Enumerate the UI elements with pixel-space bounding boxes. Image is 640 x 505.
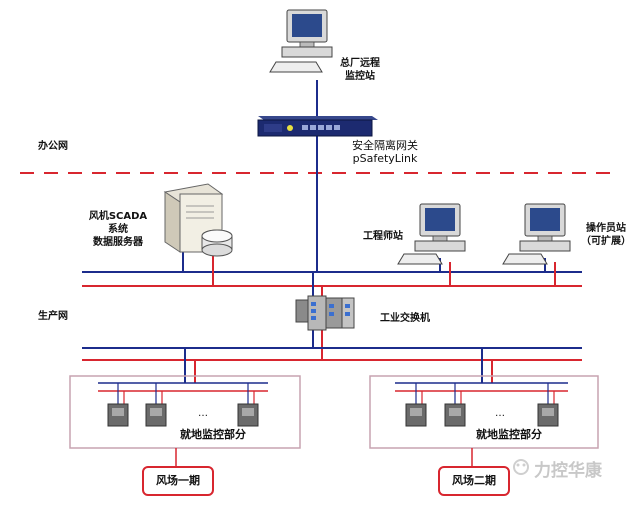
production-net-label: 生产网 [38,311,68,322]
industrial-switch-icon [295,295,355,331]
scada-label: 风机SCADA 系统 数据服务器 [78,210,158,249]
farm1-device-icons [107,403,259,427]
watermark-text: 力控华康 [534,461,602,481]
engineer-pc-icon [397,203,466,265]
farm1-local-monitor-label: 就地监控部分 [180,428,246,441]
gateway-label: 安全隔离网关 pSafetyLink [335,139,435,165]
industrial-switch-label: 工业交换机 [380,313,430,324]
farm2-device-icons [405,403,559,427]
remote-station-label: 总厂远程 监控站 [330,57,390,83]
farm1-box [69,375,301,449]
remote-station-label-line2: 监控站 [345,71,375,82]
engineer-station-label: 工程师站 [363,231,403,242]
scada-label-line3: 数据服务器 [93,237,143,248]
farm-phase-2-box: 风场二期 [438,466,510,496]
operator-station-label: 操作员站 （可扩展） [578,222,634,248]
scada-label-line1: 风机SCADA [88,211,148,222]
farm2-box [369,375,599,449]
operator-station-label-line2: （可扩展） [581,236,631,247]
remote-pc-icon [269,9,333,73]
gateway-label-line2: pSafetyLink [352,152,418,165]
gateway-label-line1: 安全隔离网关 [352,139,418,152]
scada-label-line2: 系统 [108,224,128,235]
farm-phase-1-box: 风场一期 [142,466,214,496]
gateway-device-icon [257,116,378,137]
office-net-label: 办公网 [38,141,68,152]
farm1-ellipsis: … [198,408,208,419]
operator-pc-icon [502,203,571,265]
farm2-ellipsis: … [495,408,505,419]
watermark-logo-icon [513,459,529,475]
remote-station-label-line1: 总厂远程 [340,58,380,69]
farm2-local-monitor-label: 就地监控部分 [476,428,542,441]
operator-station-label-line1: 操作员站 [586,223,626,234]
scada-server-icon [163,183,233,257]
